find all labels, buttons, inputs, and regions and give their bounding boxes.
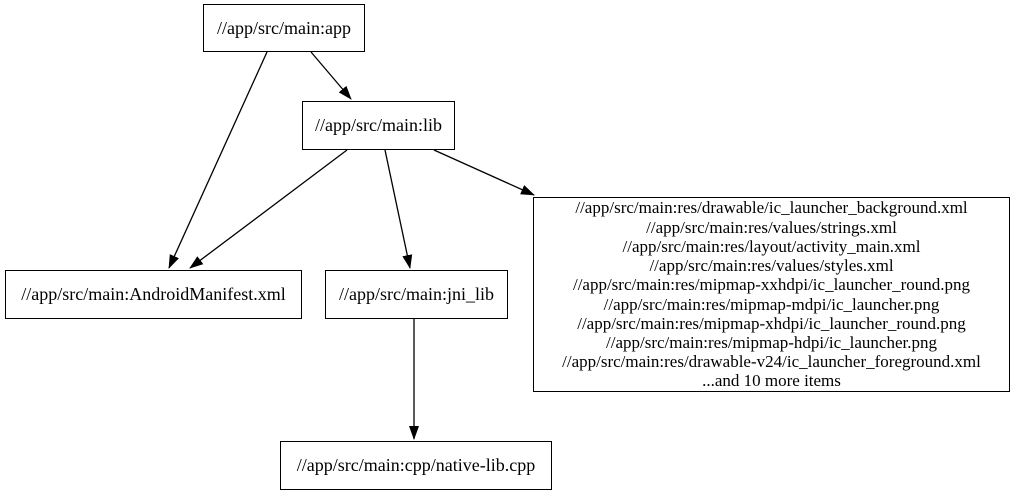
- res-group-line: //app/src/main:res/drawable-v24/ic_launc…: [562, 352, 981, 372]
- edge-app-to-manifest: [168, 51, 268, 269]
- node-native-cpp-label: //app/src/main:cpp/native-lib.cpp: [296, 455, 536, 475]
- res-group-line: //app/src/main:res/mipmap-hdpi/ic_launch…: [606, 332, 937, 352]
- edge-lib-to-jni-lib: [384, 149, 413, 269]
- edge-lib-to-manifest: [189, 149, 348, 269]
- node-app: //app/src/main:app: [203, 4, 365, 52]
- res-group-line: //app/src/main:res/mipmap-xxhdpi/ic_laun…: [572, 275, 971, 295]
- res-group-line: //app/src/main:res/mipmap-mdpi/ic_launch…: [603, 294, 940, 314]
- node-lib: //app/src/main:lib: [302, 101, 455, 150]
- node-jni-lib: //app/src/main:jni_lib: [325, 270, 508, 319]
- res-group-more-items: ...and 10 more items: [702, 371, 841, 391]
- node-lib-label: //app/src/main:lib: [315, 115, 442, 135]
- res-group-line: //app/src/main:res/values/strings.xml: [646, 217, 897, 237]
- res-group-line: //app/src/main:res/mipmap-xhdpi/ic_launc…: [577, 313, 966, 333]
- node-android-manifest-label: //app/src/main:AndroidManifest.xml: [21, 284, 286, 304]
- node-res-group: //app/src/main:res/drawable/ic_launcher_…: [533, 197, 1010, 392]
- res-group-line: //app/src/main:res/values/styles.xml: [649, 256, 894, 276]
- edge-app-to-lib: [310, 51, 352, 100]
- res-group-line: //app/src/main:res/layout/activity_main.…: [622, 236, 921, 256]
- edge-lib-to-res-group: [433, 149, 535, 196]
- node-jni-lib-label: //app/src/main:jni_lib: [339, 284, 494, 304]
- node-app-label: //app/src/main:app: [217, 17, 351, 38]
- node-native-cpp: //app/src/main:cpp/native-lib.cpp: [280, 441, 552, 490]
- node-android-manifest: //app/src/main:AndroidManifest.xml: [5, 270, 302, 319]
- res-group-line: //app/src/main:res/drawable/ic_launcher_…: [575, 198, 968, 218]
